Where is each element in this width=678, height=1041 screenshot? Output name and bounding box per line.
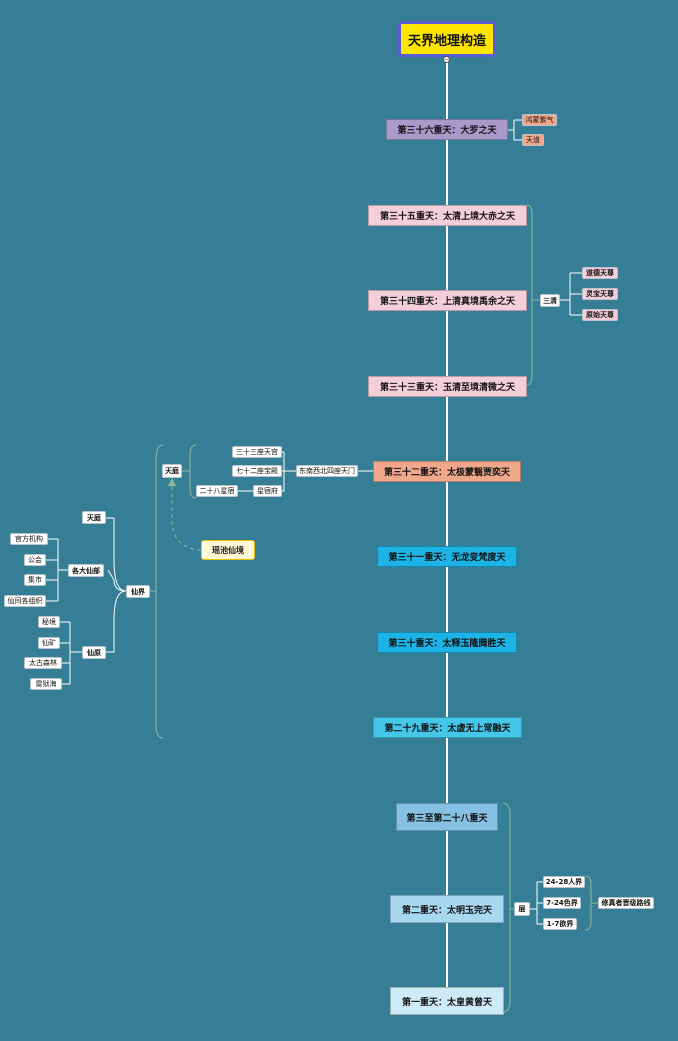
heaven-32[interactable]: 第三十二重天：太极蒙翳贾奕天 — [373, 461, 521, 482]
yuanshi-tianzun[interactable]: 原始天尊 — [582, 309, 618, 321]
xianjie-tianting[interactable]: 天庭 — [82, 511, 106, 524]
brace-ceng-note — [584, 875, 598, 931]
tiandao[interactable]: 天道 — [522, 134, 544, 146]
baodian-72[interactable]: 七十二座宝殿 — [232, 465, 282, 477]
daode-tianzun[interactable]: 道德天尊 — [582, 267, 618, 279]
link-gedaxianbu-items — [46, 538, 68, 602]
mijing[interactable]: 秘境 — [38, 616, 60, 628]
tiangong-33[interactable]: 三十三座天宫 — [232, 446, 282, 458]
xianjian-zuzhi[interactable]: 仙间各组织 — [4, 595, 46, 607]
heaven-29[interactable]: 第二十九重天：太虚无上常融天 — [373, 717, 522, 738]
link-sanqing-items — [560, 272, 582, 316]
heaven-30[interactable]: 第三十重天：太释玉隆腾胜天 — [377, 632, 517, 653]
heaven-36[interactable]: 第三十六重天：大罗之天 — [386, 119, 508, 140]
root-node[interactable]: 天界地理构造 — [398, 21, 496, 57]
taigu-senlin[interactable]: 太古森林 — [24, 657, 62, 669]
brace-xianjie — [150, 444, 164, 739]
heaven-2[interactable]: 第二重天：太明玉完天 — [390, 895, 504, 923]
link-xianjie-children — [106, 517, 127, 653]
collapse-toggle[interactable]: − — [443, 55, 450, 63]
sejie[interactable]: 7-24色界 — [543, 897, 581, 909]
guanfang-jigou[interactable]: 官方机构 — [10, 533, 48, 545]
brace-tianting — [182, 444, 197, 499]
heaven-31[interactable]: 第三十一重天：无龙变梵度天 — [377, 546, 517, 567]
jishi[interactable]: 集市 — [24, 574, 46, 586]
link-dalo-children — [508, 119, 522, 141]
heaven-1[interactable]: 第一重天：太皇黄曾天 — [390, 987, 504, 1015]
yujie[interactable]: 1-7欲界 — [543, 918, 577, 930]
gonghui[interactable]: 公会 — [24, 554, 46, 566]
xingsu-fu[interactable]: 星宿府 — [253, 485, 282, 497]
ceng-node[interactable]: 层 — [514, 902, 530, 916]
leiyu-hai[interactable]: 雷狱海 — [30, 678, 62, 690]
gedaxianbu-node[interactable]: 各大仙部 — [68, 564, 104, 577]
xianjie-node[interactable]: 仙界 — [126, 585, 150, 598]
lingbao-tianzun[interactable]: 灵宝天尊 — [582, 288, 618, 300]
heaven-33[interactable]: 第三十三重天：玉清至境清微之天 — [368, 376, 527, 397]
xingsu-28[interactable]: 二十八星宿 — [196, 485, 238, 497]
link-xianyuan-items — [60, 621, 82, 685]
heaven-35[interactable]: 第三十五重天：太清上境大赤之天 — [368, 205, 527, 226]
link-ceng-items — [530, 881, 543, 925]
xiankuang[interactable]: 仙矿 — [38, 637, 60, 649]
brace-lower — [502, 802, 514, 1013]
heaven-34[interactable]: 第三十四重天：上清真境禹余之天 — [368, 290, 527, 311]
xiuzhen-route[interactable]: 修真者晋级路线 — [598, 897, 654, 909]
heaven-3-28[interactable]: 第三至第二十八重天 — [396, 803, 498, 831]
xianyuan-node[interactable]: 仙原 — [82, 646, 106, 659]
hongmeng-ziqi[interactable]: 鸿蒙紫气 — [522, 114, 557, 126]
gate-node[interactable]: 东南西北四座天门 — [296, 465, 358, 477]
sanqing-label[interactable]: 三清 — [540, 294, 560, 307]
tianting-node[interactable]: 天庭 — [162, 464, 182, 478]
yaochi-xianjing[interactable]: 瑶池仙境 — [201, 540, 255, 560]
link-gate-items — [282, 451, 296, 492]
brace-sanqing — [526, 204, 540, 386]
renjie[interactable]: 24-28人界 — [543, 876, 585, 888]
